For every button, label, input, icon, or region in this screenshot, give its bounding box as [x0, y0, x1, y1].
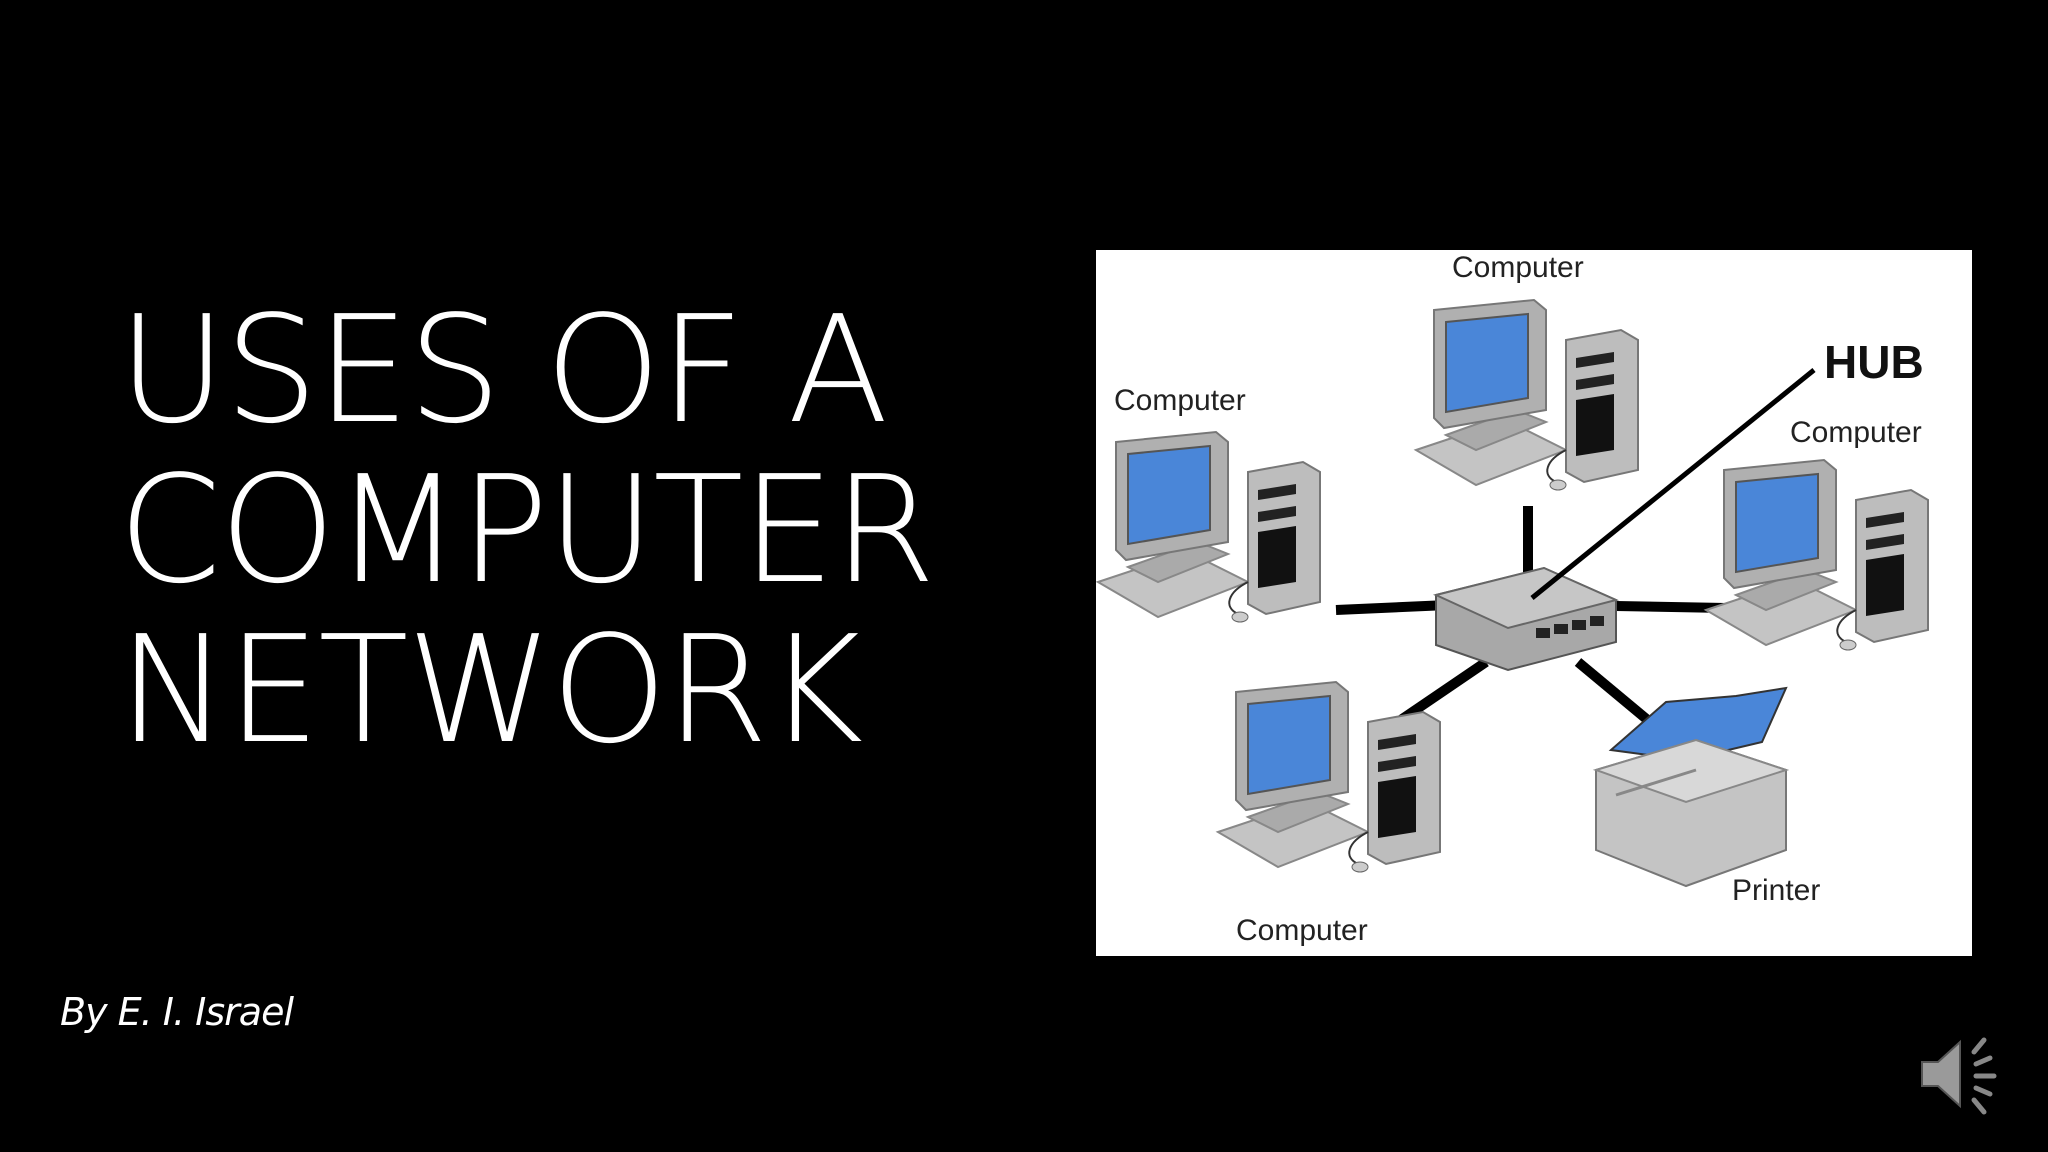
label-printer: Printer — [1732, 874, 1820, 907]
computer-right — [1705, 459, 1929, 651]
title-line-2: COMPUTER — [118, 444, 936, 616]
network-diagram: Computer Computer Computer Computer HUB … — [1096, 250, 1972, 956]
computer-top — [1415, 299, 1639, 491]
label-computer-top: Computer — [1452, 251, 1584, 284]
title-line-3: NETWORK — [118, 604, 863, 776]
computer-left — [1097, 431, 1321, 623]
author-byline: By E. I. Israel — [60, 990, 294, 1034]
printer-device — [1592, 686, 1790, 888]
label-computer-bottom: Computer — [1236, 914, 1368, 947]
speaker-icon[interactable] — [1918, 1024, 2018, 1124]
slide-title: USES OF A COMPUTER NETWORK — [118, 284, 936, 776]
network-diagram-svg: Computer Computer Computer Computer HUB … — [1097, 251, 1929, 947]
title-line-1: USES OF A — [118, 284, 889, 456]
label-hub: HUB — [1824, 336, 1924, 388]
label-computer-right: Computer — [1790, 416, 1922, 449]
hub-pointer-line — [1530, 368, 1816, 600]
hub-device — [1432, 566, 1620, 672]
label-computer-left: Computer — [1114, 384, 1246, 417]
